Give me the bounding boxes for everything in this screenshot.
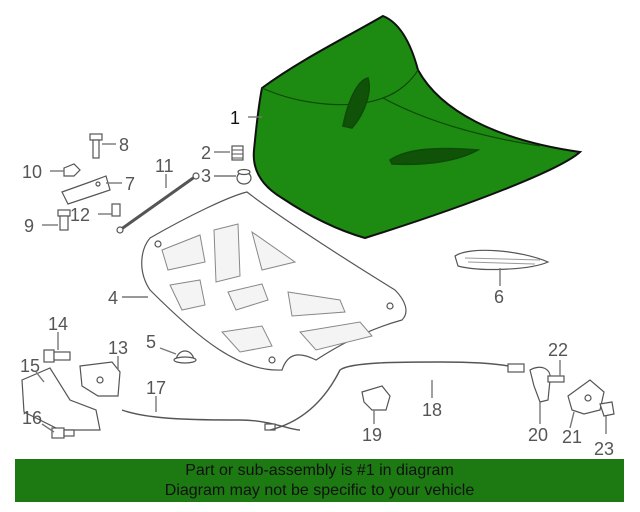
release-handle-part-20[interactable] — [529, 366, 551, 403]
nut-part-10[interactable] — [63, 163, 81, 177]
vent-grille-part-6[interactable] — [454, 249, 550, 271]
release-cable-part-17[interactable] — [121, 409, 301, 431]
clip-part-23[interactable] — [599, 401, 615, 417]
hood-part-1[interactable] — [252, 14, 583, 240]
callout-23: 23 — [594, 439, 614, 459]
callout-1: 1 — [230, 108, 240, 128]
release-cable-part-18[interactable] — [269, 361, 525, 431]
banner-line-2: Diagram may not be specific to your vehi… — [164, 482, 475, 499]
callout-4: 4 — [108, 288, 118, 308]
support-part-15[interactable] — [21, 367, 101, 431]
callout-7: 7 — [125, 174, 135, 194]
bracket-part-7[interactable] — [61, 175, 111, 205]
callout-13: 13 — [108, 338, 128, 358]
bracket-part-19[interactable] — [361, 385, 391, 411]
callout-20: 20 — [528, 425, 548, 445]
stop-part-5[interactable] — [173, 350, 197, 364]
screw-part-22[interactable] — [547, 375, 565, 383]
callout-18: 18 — [422, 400, 442, 420]
leader-lines — [35, 116, 607, 434]
callout-6: 6 — [494, 287, 504, 307]
callout-16: 16 — [22, 408, 42, 428]
callout-19: 19 — [362, 425, 382, 445]
info-banner: Part or sub-assembly is #1 in diagram Di… — [15, 459, 624, 502]
callout-21: 21 — [562, 427, 582, 447]
prop-rod-part-11[interactable] — [116, 172, 200, 234]
spring-part-2[interactable] — [231, 145, 244, 161]
callout-17: 17 — [146, 378, 166, 398]
bolt-part-16[interactable] — [51, 427, 75, 439]
banner-line-1: Part or sub-assembly is #1 in diagram — [185, 462, 454, 479]
callout-3: 3 — [201, 166, 211, 186]
callout-14: 14 — [48, 314, 68, 334]
latch-part-13[interactable] — [79, 361, 121, 397]
bolt-part-9[interactable] — [57, 209, 71, 231]
callout-2: 2 — [201, 143, 211, 163]
bolt-part-8[interactable] — [89, 133, 103, 159]
callout-8: 8 — [119, 135, 129, 155]
bolt-part-14[interactable] — [43, 349, 71, 363]
callout-12: 12 — [70, 205, 90, 225]
hood-inner-panel-part-4[interactable] — [141, 191, 407, 371]
bumper-part-3[interactable] — [236, 168, 252, 185]
callout-10: 10 — [22, 162, 42, 182]
clip-part-12[interactable] — [111, 203, 121, 217]
latch-part-21[interactable] — [567, 379, 605, 415]
callout-9: 9 — [24, 216, 34, 236]
callout-22: 22 — [548, 340, 568, 360]
callout-5: 5 — [146, 332, 156, 352]
callout-15: 15 — [20, 356, 40, 376]
callout-11: 11 — [155, 156, 174, 176]
